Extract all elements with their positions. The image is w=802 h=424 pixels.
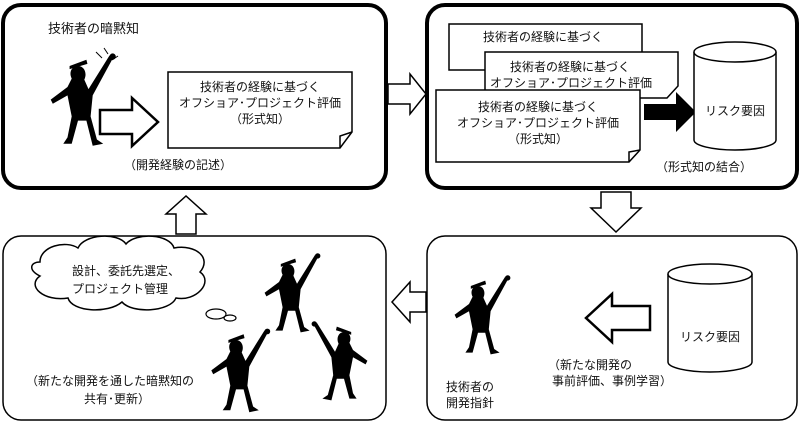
engineer-figure-a <box>211 328 271 413</box>
document-line3: （形式知） <box>229 112 290 126</box>
thought-bubble-small <box>223 314 237 322</box>
database-risk-factors-top <box>693 41 777 151</box>
engineer-guideline-line1: 技術者の <box>446 380 495 394</box>
stack-front-line3: （形式知） <box>507 132 568 146</box>
internalization-caption-line2: 事前評価、事例学習） <box>552 374 673 388</box>
panel-internalization <box>426 235 798 421</box>
combination-caption: （形式知の結合） <box>656 160 753 174</box>
document-fold <box>339 131 353 148</box>
arrow-right-hollow <box>98 95 160 149</box>
stack-back-line1: 技術者の経験に基づく <box>483 30 604 44</box>
document-line1: 技術者の経験に基づく <box>199 80 320 94</box>
panel-tacit-knowledge <box>1 3 388 190</box>
arrow-left-hollow <box>584 291 652 345</box>
tacit-knowledge-title: 技術者の暗黙知 <box>48 22 140 37</box>
arrow-to-socialization <box>390 280 427 324</box>
panel-combination <box>425 3 799 190</box>
stack-middle-line1: 技術者の経験に基づく <box>510 60 631 74</box>
panel-socialization <box>2 235 387 421</box>
database-bottom-label: リスク要因 <box>679 330 740 344</box>
engineer-figure-b <box>264 253 321 333</box>
arrow-to-database <box>644 92 696 132</box>
database-risk-factors-bottom <box>667 263 753 373</box>
engineer-figure-c <box>311 321 368 401</box>
thought-bubble-large <box>205 308 227 320</box>
document-line2: オフショア･プロジェクト評価 <box>178 96 341 110</box>
stack-front-line2: オフショア･プロジェクト評価 <box>456 116 619 130</box>
document-stack-front <box>435 89 641 163</box>
cloud-text-line1: 設計、委託先選定、 <box>72 264 181 278</box>
database-top-label: リスク要因 <box>704 104 765 118</box>
socialization-caption-line1: （新たな開発を通した暗黙知の <box>26 374 195 388</box>
engineer-guideline-line2: 開発指針 <box>446 396 495 410</box>
internalization-caption-line1: （新たな開発の <box>548 358 633 372</box>
arrow-to-combination <box>387 71 427 117</box>
thought-cloud <box>31 235 206 311</box>
arrow-to-internalization <box>589 191 643 234</box>
document-sheet <box>167 71 353 149</box>
stack-front-line1: 技術者の経験に基づく <box>477 100 598 114</box>
cloud-text-line2: プロジェクト管理 <box>72 282 169 296</box>
document-stack-fold <box>628 149 641 162</box>
motion-lines <box>95 47 119 61</box>
arrow-to-externalization <box>164 194 208 235</box>
engineer-figure-guideline <box>454 275 511 355</box>
socialization-caption-line2: 共有･更新） <box>84 392 151 406</box>
stack-middle-line2: オフショア･プロジェクト評価 <box>490 76 653 90</box>
externalization-caption: （開発経験の記述） <box>124 158 233 172</box>
